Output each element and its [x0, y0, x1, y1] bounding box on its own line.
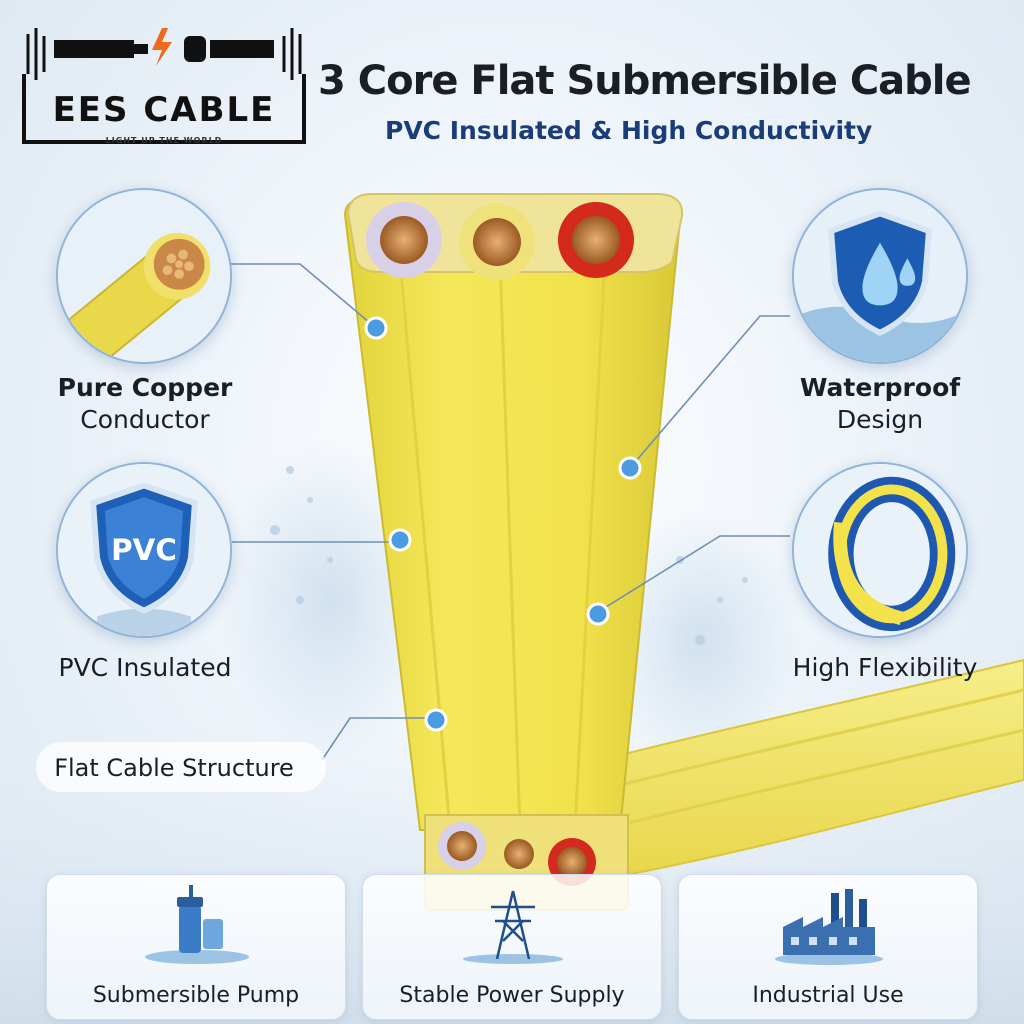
waterproof-feature-label: Waterproof Design: [760, 372, 1000, 436]
pump-icon: [145, 885, 249, 964]
pvc-shield-icon: [90, 482, 198, 614]
lightning-icon: [152, 28, 172, 66]
brand-tagline: LIGHT UP THE WORLD: [105, 136, 223, 145]
waterproof-title: Waterproof: [799, 373, 961, 402]
copper-feature-label: Pure Copper Conductor: [20, 372, 270, 436]
brand-name: EES CABLE: [52, 90, 276, 130]
application-card-pump: Submersible Pump: [46, 874, 346, 1020]
flat-feature-label: Flat Cable Structure: [54, 754, 294, 782]
copper-title: Pure Copper: [57, 373, 233, 402]
power-tower-icon: [463, 890, 563, 964]
factory-icon: [775, 889, 883, 965]
application-label-pump: Submersible Pump: [92, 983, 300, 1008]
waterproof-feature-image: [792, 188, 968, 364]
copper-subtitle: Conductor: [80, 405, 210, 434]
copper-wire-icon: [58, 190, 230, 362]
flexibility-feature-image: [792, 462, 968, 638]
application-card-industrial: Industrial Use: [678, 874, 978, 1020]
application-card-power: Stable Power Supply: [362, 874, 662, 1020]
copper-feature-image: [56, 188, 232, 364]
pvc-feature-label: PVC Insulated: [20, 652, 270, 684]
flexibility-title: High Flexibility: [792, 653, 978, 682]
pvc-badge-text: PVC: [111, 533, 177, 567]
flexibility-feature-label: High Flexibility: [770, 652, 1000, 684]
application-label-power: Stable Power Supply: [399, 983, 625, 1008]
pvc-feature-image: PVC: [56, 462, 232, 638]
flat-label-pill: [36, 742, 326, 792]
page-title: 3 Core Flat Submersible Cable: [318, 58, 972, 104]
brand-logo: EES CABLE LIGHT UP THE WORLD: [14, 14, 314, 150]
pvc-title: PVC Insulated: [58, 653, 232, 682]
waterproof-subtitle: Design: [836, 405, 924, 434]
water-shield-icon: [794, 190, 966, 362]
application-label-industrial: Industrial Use: [752, 983, 904, 1008]
coiled-cable-icon: [794, 464, 966, 636]
logo-cable-icon: [22, 28, 306, 144]
page-subtitle: PVC Insulated & High Conductivity: [385, 116, 873, 145]
